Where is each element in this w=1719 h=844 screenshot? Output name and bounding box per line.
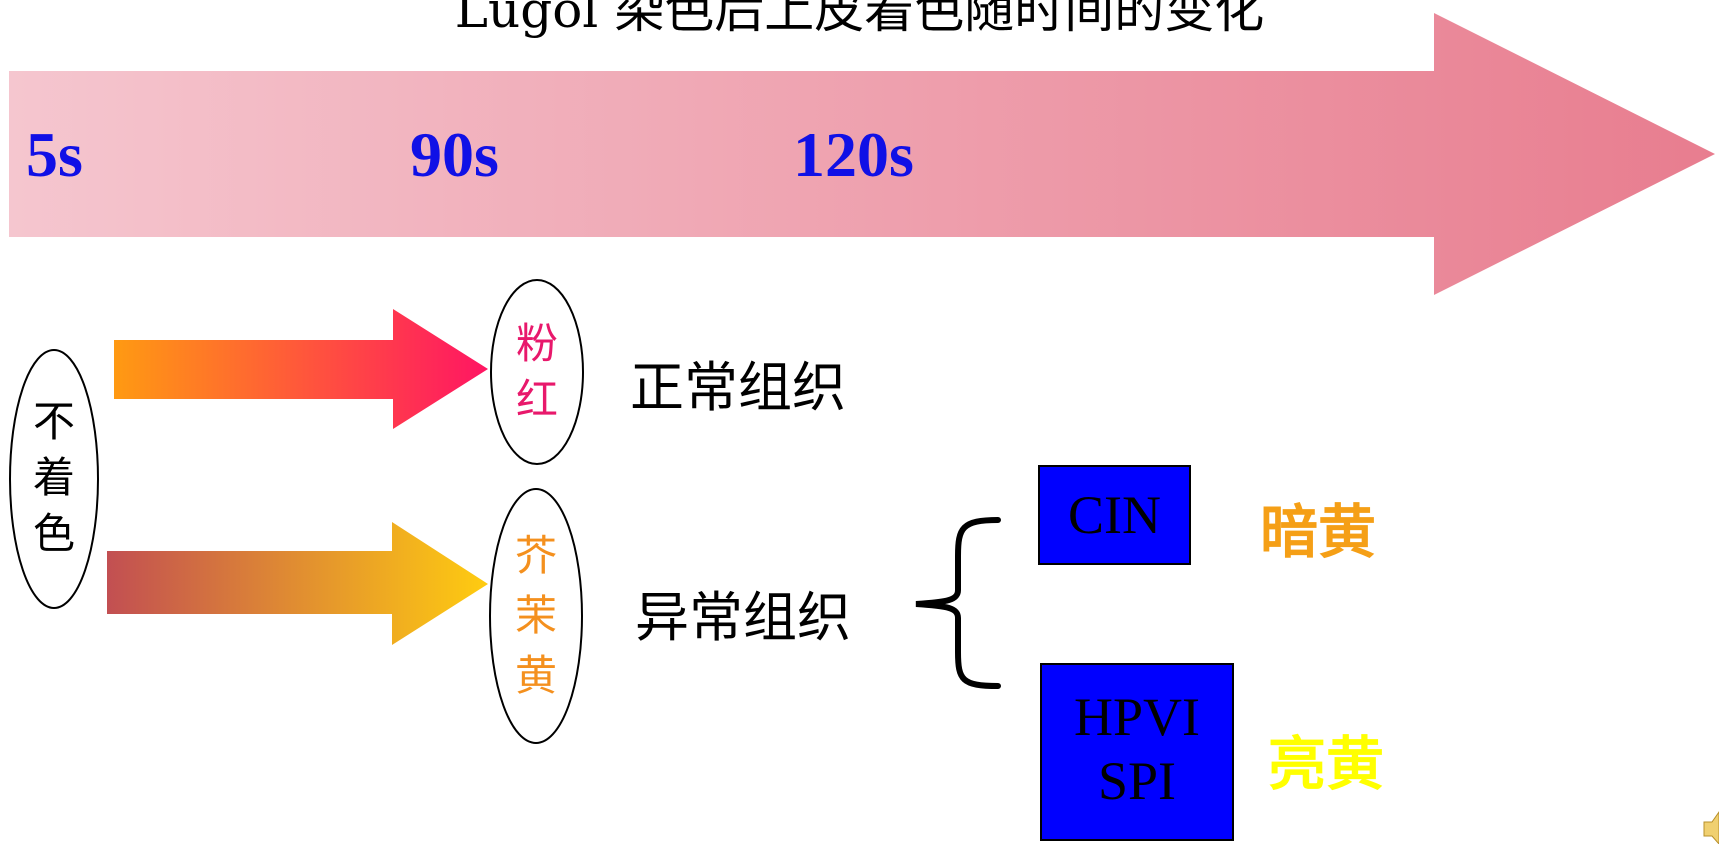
speaker-icon[interactable] (1703, 811, 1719, 844)
normal-arrow (114, 309, 488, 429)
slide-title: Lugol 染色后上皮着色随时间的变化 (454, 0, 1265, 39)
abnormal-tissue-label: 异常组织 (635, 586, 851, 649)
start-label: 不着色 (32, 397, 75, 558)
abnormal-stain-label: 芥茉黄 (514, 531, 557, 700)
dark-yellow-label: 暗黄 (1260, 498, 1377, 566)
normal-stain-label: 粉红 (515, 319, 558, 424)
cin-box: CIN (1038, 465, 1191, 565)
normal-tissue-label: 正常组织 (630, 356, 846, 419)
tick-label: 120s (793, 119, 914, 190)
tick-label: 5s (26, 119, 83, 190)
pink-oval (490, 279, 584, 465)
brace (915, 517, 1001, 689)
mustard-oval (489, 488, 583, 744)
timeline-arrow (9, 13, 1715, 295)
abnormal-arrow (107, 522, 488, 645)
start-oval (9, 349, 99, 609)
tick-label: 90s (410, 119, 499, 190)
bright-yellow-label: 亮黄 (1268, 730, 1385, 798)
